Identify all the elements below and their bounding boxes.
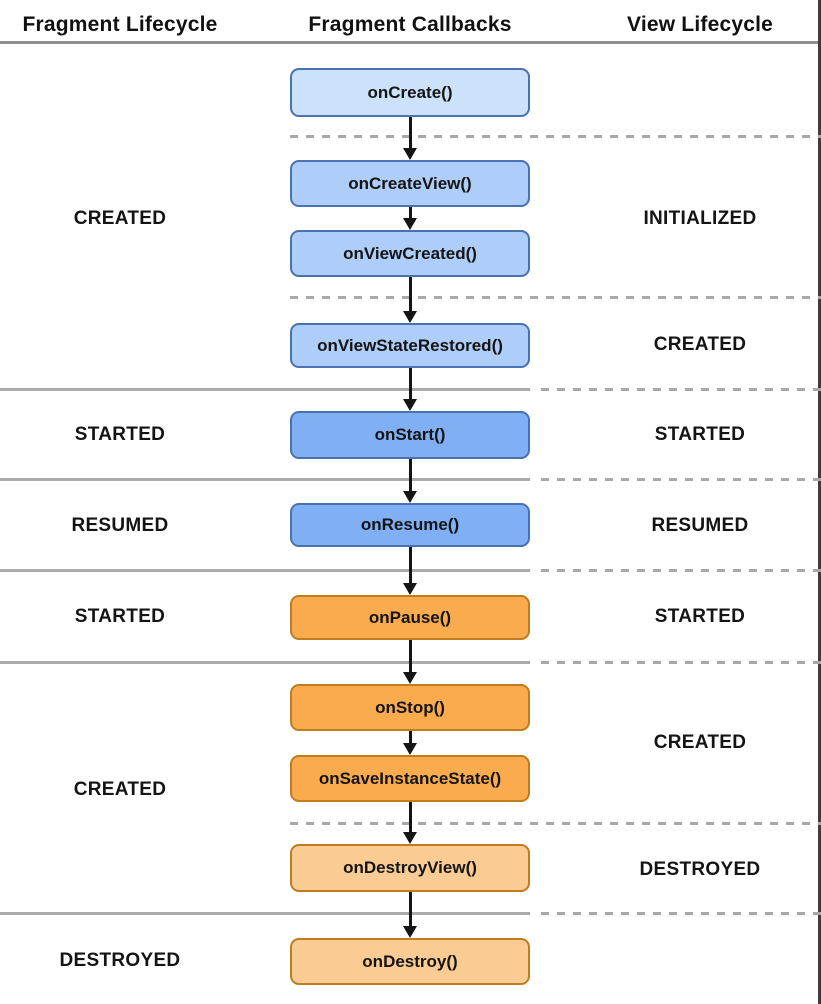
row-separator-solid (0, 478, 530, 481)
arrow-down-icon (402, 731, 418, 755)
fragment-state-destroyed: DESTROYED (59, 950, 181, 971)
callback-box-ondestroy: onDestroy() (290, 938, 530, 985)
column-header-fragment-lifecycle: Fragment Lifecycle (22, 13, 218, 36)
row-separator-dashed (290, 135, 821, 138)
arrow-down-icon (402, 892, 418, 938)
row-separator-solid (0, 912, 530, 915)
row-separator-solid (0, 661, 530, 664)
fragment-state-resumed: RESUMED (71, 515, 169, 536)
view-state-started-2: STARTED (654, 606, 746, 627)
column-header-view-lifecycle: View Lifecycle (627, 13, 773, 36)
callback-box-ondestroyview: onDestroyView() (290, 844, 530, 892)
right-edge-border (818, 0, 821, 1004)
arrow-down-icon (402, 277, 418, 323)
arrow-down-icon (402, 207, 418, 230)
callback-box-onsaveinstancestate: onSaveInstanceState() (290, 755, 530, 802)
callback-box-onpause: onPause() (290, 595, 530, 640)
arrow-down-icon (402, 547, 418, 595)
row-separator-dashed (541, 478, 821, 481)
row-separator-solid (0, 388, 530, 391)
arrow-down-icon (402, 640, 418, 684)
row-separator-dashed (541, 569, 821, 572)
row-separator-dashed (541, 661, 821, 664)
callback-box-oncreateview: onCreateView() (290, 160, 530, 207)
callback-box-onviewstaterestored: onViewStateRestored() (290, 323, 530, 368)
view-state-initialized: INITIALIZED (643, 208, 757, 229)
row-separator-dashed (541, 912, 821, 915)
view-state-destroyed: DESTROYED (639, 859, 761, 880)
callback-box-oncreate: onCreate() (290, 68, 530, 117)
arrow-down-icon (402, 802, 418, 844)
view-state-resumed: RESUMED (651, 515, 749, 536)
view-state-created-2: CREATED (653, 732, 747, 753)
column-header-fragment-callbacks: Fragment Callbacks (308, 13, 512, 36)
header-separator-line (0, 41, 821, 44)
row-separator-dashed (290, 822, 821, 825)
arrow-down-icon (402, 368, 418, 411)
arrow-down-icon (402, 459, 418, 503)
callback-box-onstop: onStop() (290, 684, 530, 731)
fragment-state-started: STARTED (74, 424, 166, 445)
arrow-down-icon (402, 117, 418, 160)
row-separator-dashed (541, 388, 821, 391)
row-separator-dashed (290, 296, 821, 299)
view-state-started: STARTED (654, 424, 746, 445)
fragment-state-created: CREATED (73, 208, 167, 229)
callback-box-onresume: onResume() (290, 503, 530, 547)
callback-box-onviewcreated: onViewCreated() (290, 230, 530, 277)
row-separator-solid (0, 569, 530, 572)
fragment-state-started-2: STARTED (74, 606, 166, 627)
view-state-created: CREATED (653, 334, 747, 355)
callback-box-onstart: onStart() (290, 411, 530, 459)
fragment-state-created-2: CREATED (73, 779, 167, 800)
